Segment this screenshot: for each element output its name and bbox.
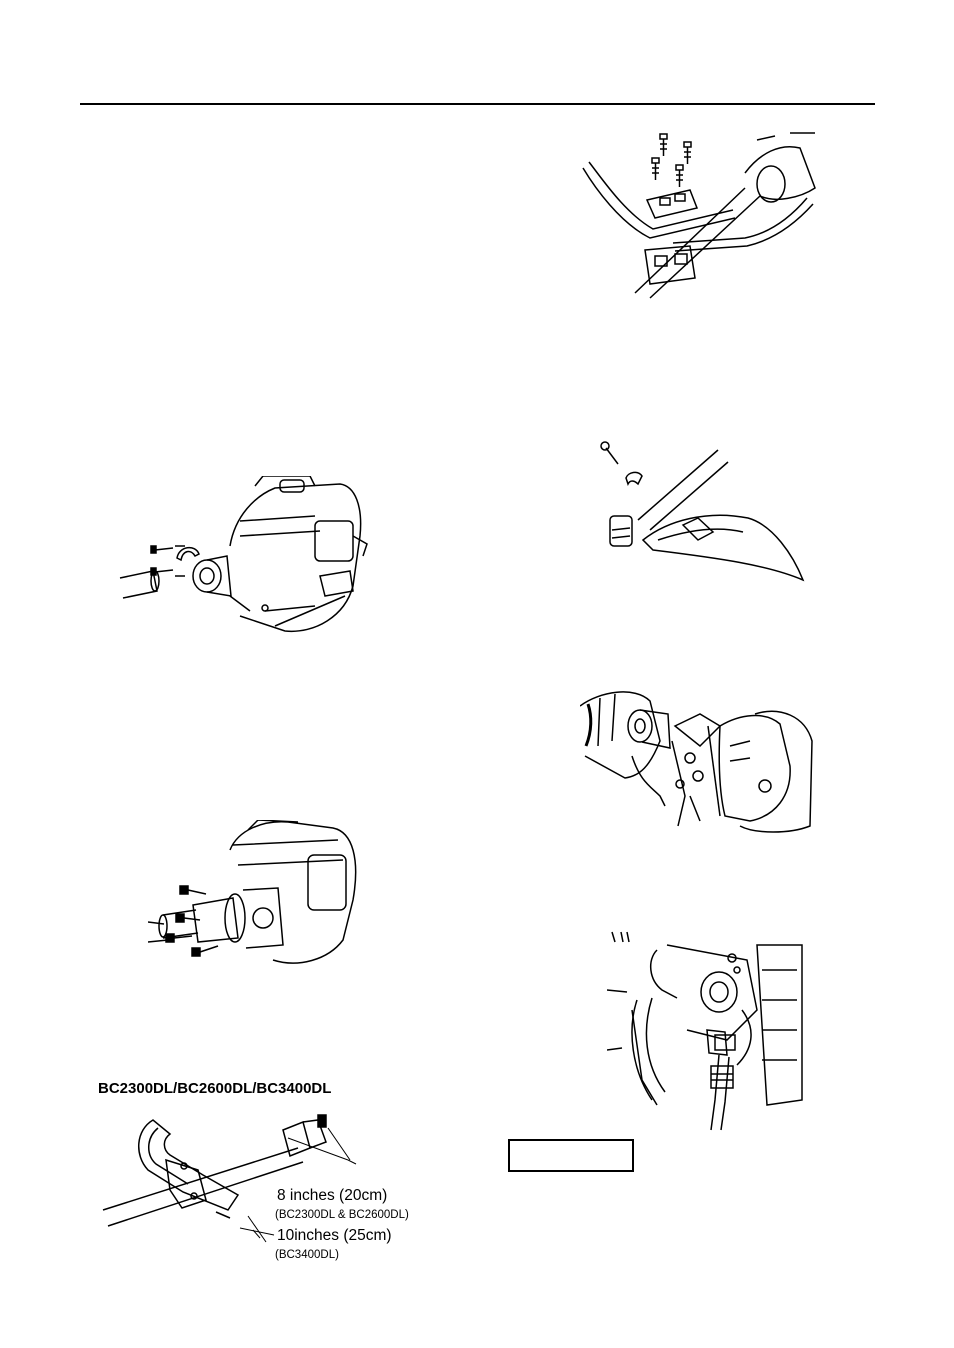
bolt-icon bbox=[176, 914, 200, 922]
engine-flange-illustration bbox=[148, 820, 363, 970]
loop-handle-illustration bbox=[98, 1100, 448, 1270]
bolt-icon bbox=[180, 886, 206, 894]
model-heading: BC2300DL/BC2600DL/BC3400DL bbox=[98, 1080, 332, 1097]
dimension-short-models: (BC2300DL & BC2600DL) bbox=[275, 1209, 409, 1221]
carburetor-adjust-illustration bbox=[607, 930, 807, 1135]
bolt-icon bbox=[660, 134, 667, 156]
handlebar-clamp-illustration bbox=[575, 128, 825, 303]
grass-guard-illustration bbox=[598, 440, 808, 585]
dimension-long-length: 10inches (25cm) bbox=[277, 1227, 392, 1244]
bolt-icon bbox=[192, 946, 218, 956]
bolt-icon bbox=[151, 546, 173, 553]
bolt-icon bbox=[684, 142, 691, 164]
dimension-long-models: (BC3400DL) bbox=[275, 1249, 339, 1261]
empty-label-box bbox=[508, 1139, 634, 1172]
bolt-icon bbox=[151, 568, 173, 575]
header-rule bbox=[80, 103, 875, 105]
throttle-cable-illustration bbox=[580, 686, 815, 836]
bolt-icon bbox=[601, 442, 618, 464]
dimension-short-length: 8 inches (20cm) bbox=[277, 1187, 388, 1204]
bolt-icon bbox=[166, 934, 192, 942]
engine-clamp-illustration bbox=[115, 476, 380, 636]
bolt-icon bbox=[652, 158, 659, 180]
bolt-icon bbox=[676, 165, 683, 187]
